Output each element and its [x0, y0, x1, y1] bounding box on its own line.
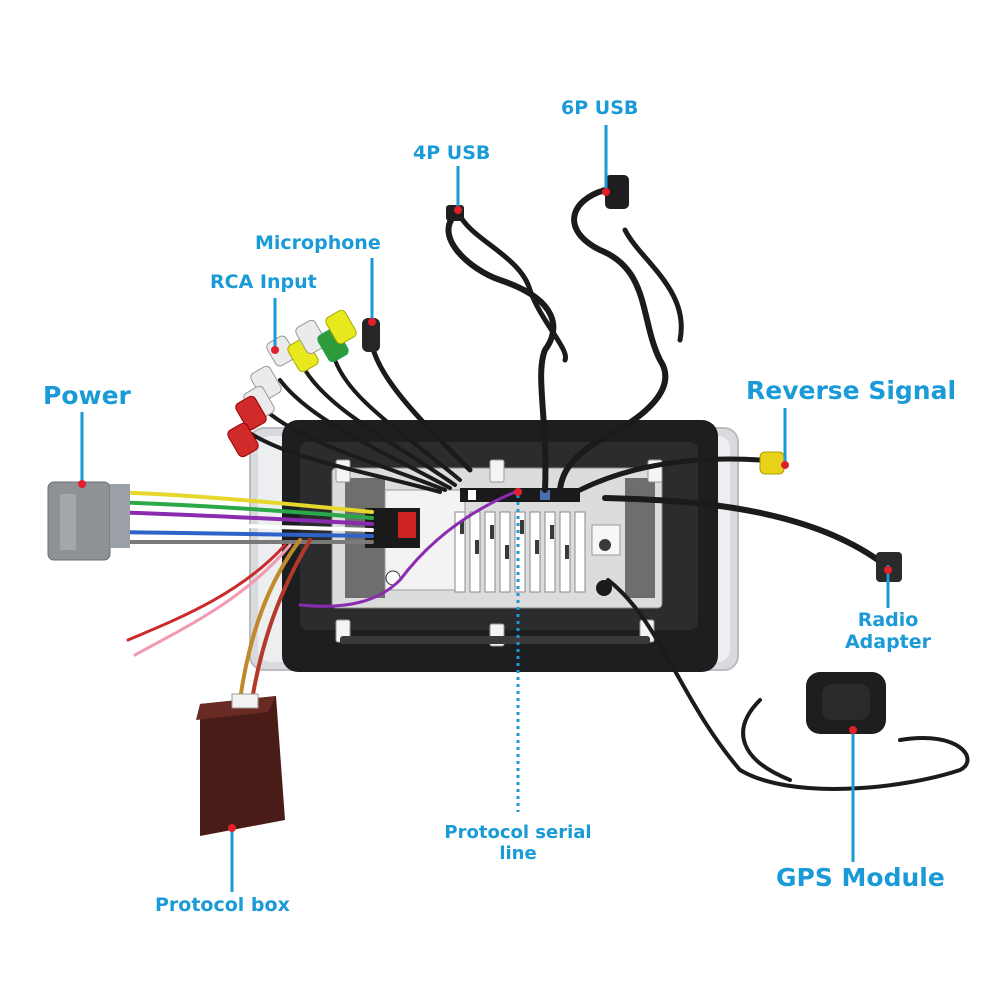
label-protocol-box: Protocol box	[155, 894, 290, 916]
rca-plugs	[227, 309, 357, 458]
label-rca-input: RCA Input	[210, 271, 317, 293]
usb-6p-plug	[605, 175, 629, 209]
reverse-signal-plug	[759, 451, 785, 475]
gps-antenna-face	[822, 684, 870, 720]
protocol-box	[196, 693, 285, 836]
label-radio-adapter-line2: Adapter	[844, 630, 932, 653]
label-protocol-serial-line2: line	[499, 842, 537, 864]
callout-markers	[78, 188, 892, 832]
power-connector	[47, 481, 130, 561]
label-gps-module: GPS Module	[776, 863, 945, 892]
label-4p-usb: 4P USB	[413, 142, 491, 164]
label-microphone: Microphone	[255, 232, 381, 254]
label-protocol-serial-line1: Protocol serial	[444, 822, 592, 843]
label-6p-usb: 6P USB	[561, 97, 639, 119]
label-power: Power	[43, 381, 131, 410]
label-reverse-signal: Reverse Signal	[746, 376, 957, 405]
microphone-plug	[362, 318, 380, 352]
label-radio-adapter: Radio Adapter	[838, 609, 938, 654]
cables	[108, 187, 970, 791]
label-protocol-serial-line: Protocol serial line	[418, 822, 618, 864]
callout-lines	[80, 125, 890, 892]
head-unit	[249, 420, 739, 672]
label-radio-adapter-line1: Radio	[857, 609, 919, 631]
